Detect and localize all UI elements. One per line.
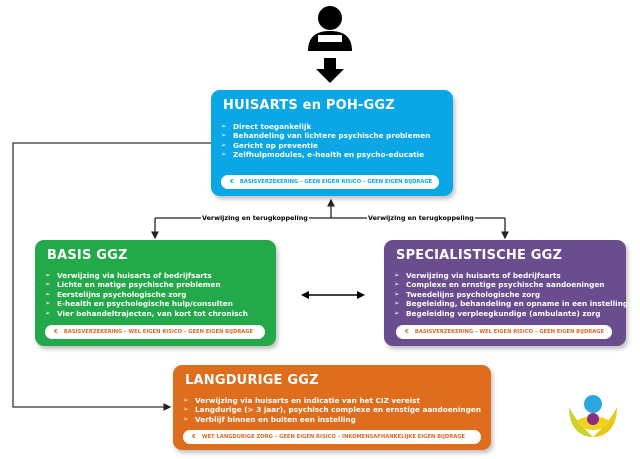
list-item: Eerstelijns psychologische zorg xyxy=(45,290,248,300)
langdurig-cost-badge: €WET LANGDURIGE ZORG – GEEN EIGEN RISICO… xyxy=(183,430,481,444)
down-arrow-icon xyxy=(316,58,344,83)
list-item: Verwijzing via huisarts of bedrijfsarts xyxy=(394,271,628,281)
basis-cost-badge: €BASISVERZEKERING – WEL EIGEN RISICO – G… xyxy=(45,325,265,339)
list-item: Direct toegankelijk xyxy=(221,122,430,132)
langdurig-title: LANGDURIGE GGZ xyxy=(185,373,319,388)
list-item: Behandeling van lichtere psychische prob… xyxy=(221,131,430,141)
euro-icon: € xyxy=(192,434,196,440)
edge-label-right: Verwijzing en terugkoppeling xyxy=(367,214,475,222)
langdurig-box: LANGDURIGE GGZ Verwijzing via huisarts e… xyxy=(173,365,491,450)
basis-box: BASIS GGZ Verwijzing via huisarts of bed… xyxy=(35,240,276,346)
edge-label-left: Verwijzing en terugkoppeling xyxy=(201,214,309,222)
list-item: Langdurige (> 3 jaar), psychisch complex… xyxy=(183,405,481,415)
list-item: Gericht op preventie xyxy=(221,141,430,151)
list-item: Lichte en matige psychische problemen xyxy=(45,280,248,290)
person-icon xyxy=(308,6,352,51)
specialistisch-cost-badge: €BASISVERZEKERING – WEL EIGEN RISICO – G… xyxy=(396,325,612,339)
langdurig-connector xyxy=(12,142,211,411)
langdurig-list: Verwijzing via huisarts en indicatie van… xyxy=(183,396,481,425)
leaf-logo-icon xyxy=(569,395,617,437)
huisarts-title: HUISARTS en POH-GGZ xyxy=(223,98,395,113)
specialistisch-box: SPECIALISTISCHE GGZ Verwijzing via huisa… xyxy=(384,240,628,346)
list-item: Complexe en ernstige psychische aandoeni… xyxy=(394,280,628,290)
list-item: Verwijzing via huisarts of bedrijfsarts xyxy=(45,271,248,281)
list-item: Vier behandeltrajecten, van kort tot chr… xyxy=(45,309,248,319)
euro-icon: € xyxy=(230,179,234,185)
list-item: Zelfhulpmodules, e-health en psycho-educ… xyxy=(221,150,430,160)
list-item: Begeleiding verpleegkundige (ambulante) … xyxy=(394,309,628,319)
list-item: Tweedelijns psychologische zorg xyxy=(394,290,628,300)
specialistisch-list: Verwijzing via huisarts of bedrijfsarts … xyxy=(394,271,628,318)
list-item: Verblijf binnen en buiten een instelling xyxy=(183,415,481,425)
huisarts-list: Direct toegankelijk Behandeling van lich… xyxy=(221,122,430,160)
list-item: Verwijzing via huisarts en indicatie van… xyxy=(183,396,481,406)
list-item: E-health en psychologische hulp/consulte… xyxy=(45,299,248,309)
list-item: Begeleiding, behandeling en opname in ee… xyxy=(394,299,628,309)
euro-icon: € xyxy=(54,329,58,335)
basis-list: Verwijzing via huisarts of bedrijfsarts … xyxy=(45,271,248,318)
double-arrow-icon xyxy=(301,291,365,299)
basis-title: BASIS GGZ xyxy=(47,248,128,263)
huisarts-cost-badge: €BASISVERZEKERING – GEEN EIGEN RISICO – … xyxy=(221,175,439,189)
euro-icon: € xyxy=(405,329,409,335)
specialistisch-title: SPECIALISTISCHE GGZ xyxy=(396,248,563,263)
